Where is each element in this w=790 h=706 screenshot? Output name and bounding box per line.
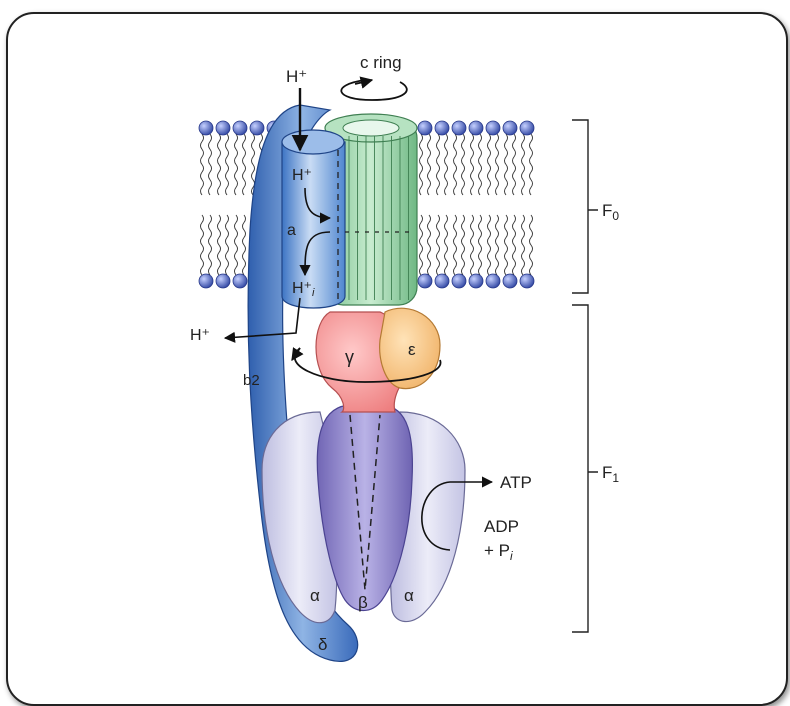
lipid-head: [486, 121, 500, 135]
c-ring-label: c ring: [360, 53, 402, 72]
h-plus-a1-label: H⁺: [292, 167, 312, 184]
lipid-head: [503, 121, 517, 135]
alpha-left-label: α: [310, 586, 320, 605]
h-plus-top-label: H⁺: [286, 67, 307, 86]
lipid-head: [435, 274, 449, 288]
delta-label: δ: [318, 635, 327, 654]
lipid-head: [233, 121, 247, 135]
f1-label: F1: [602, 463, 619, 485]
subunit-a-label: a: [287, 222, 296, 239]
adp-label: ADP: [484, 517, 519, 536]
beta-label: β: [358, 593, 368, 612]
pi-label: + Pi: [484, 541, 513, 563]
b2-label: b2: [243, 372, 260, 389]
h-plus-out-label: H⁺: [190, 327, 210, 344]
lipid-head: [418, 121, 432, 135]
lipid-head: [520, 274, 534, 288]
lipid-head: [452, 121, 466, 135]
lipid-head: [520, 121, 534, 135]
atp-label: ATP: [500, 473, 532, 492]
lipid-head: [486, 274, 500, 288]
f1-bracket: [572, 305, 598, 632]
lipid-head: [216, 274, 230, 288]
alpha-right-label: α: [404, 586, 414, 605]
gamma-label: γ: [345, 347, 354, 367]
lipid-head: [503, 274, 517, 288]
lipid-head: [452, 274, 466, 288]
lipid-head: [469, 274, 483, 288]
lipid-head: [216, 121, 230, 135]
lipid-head: [418, 274, 432, 288]
lipid-head: [233, 274, 247, 288]
f0-label: F0: [602, 201, 619, 223]
lipid-head: [250, 121, 264, 135]
lipid-head: [469, 121, 483, 135]
f0-bracket: [572, 120, 598, 293]
epsilon-label: ε: [408, 340, 416, 359]
lipid-head: [199, 121, 213, 135]
h-plus-a2-label: H⁺i: [292, 280, 315, 299]
lipid-head: [435, 121, 449, 135]
lipid-head: [199, 274, 213, 288]
